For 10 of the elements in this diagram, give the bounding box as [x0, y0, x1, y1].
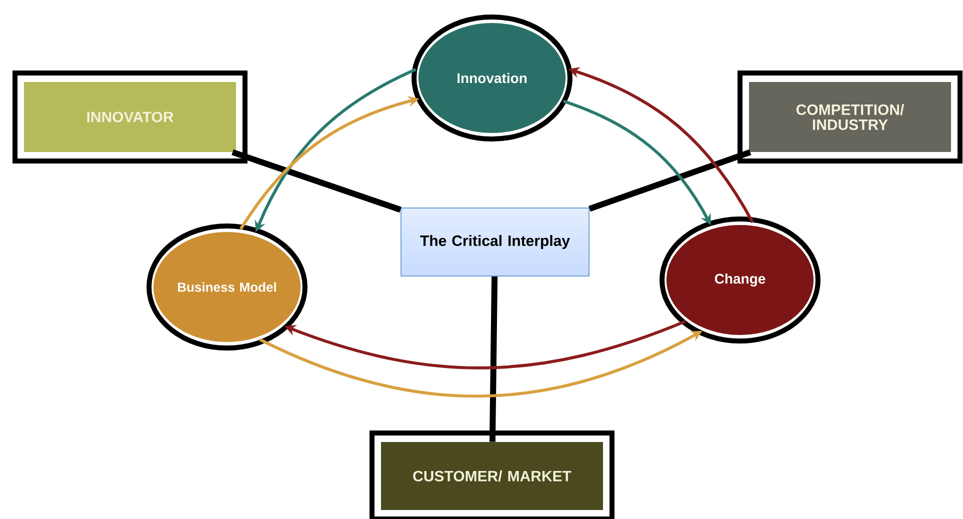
connector-line: [489, 276, 498, 442]
category-box: CUSTOMER/ MARKET: [370, 430, 614, 519]
center-box: The Critical Interplay: [400, 208, 590, 276]
connector-line: [232, 149, 402, 213]
category-box: COMPETITION/ INDUSTRY: [738, 70, 963, 164]
category-box: INNOVATOR: [12, 70, 248, 164]
connector-line: [588, 149, 752, 212]
circle-node: Innovation: [412, 14, 572, 142]
circle-node: Business Model: [146, 224, 308, 350]
circle-node: Change: [660, 216, 820, 344]
